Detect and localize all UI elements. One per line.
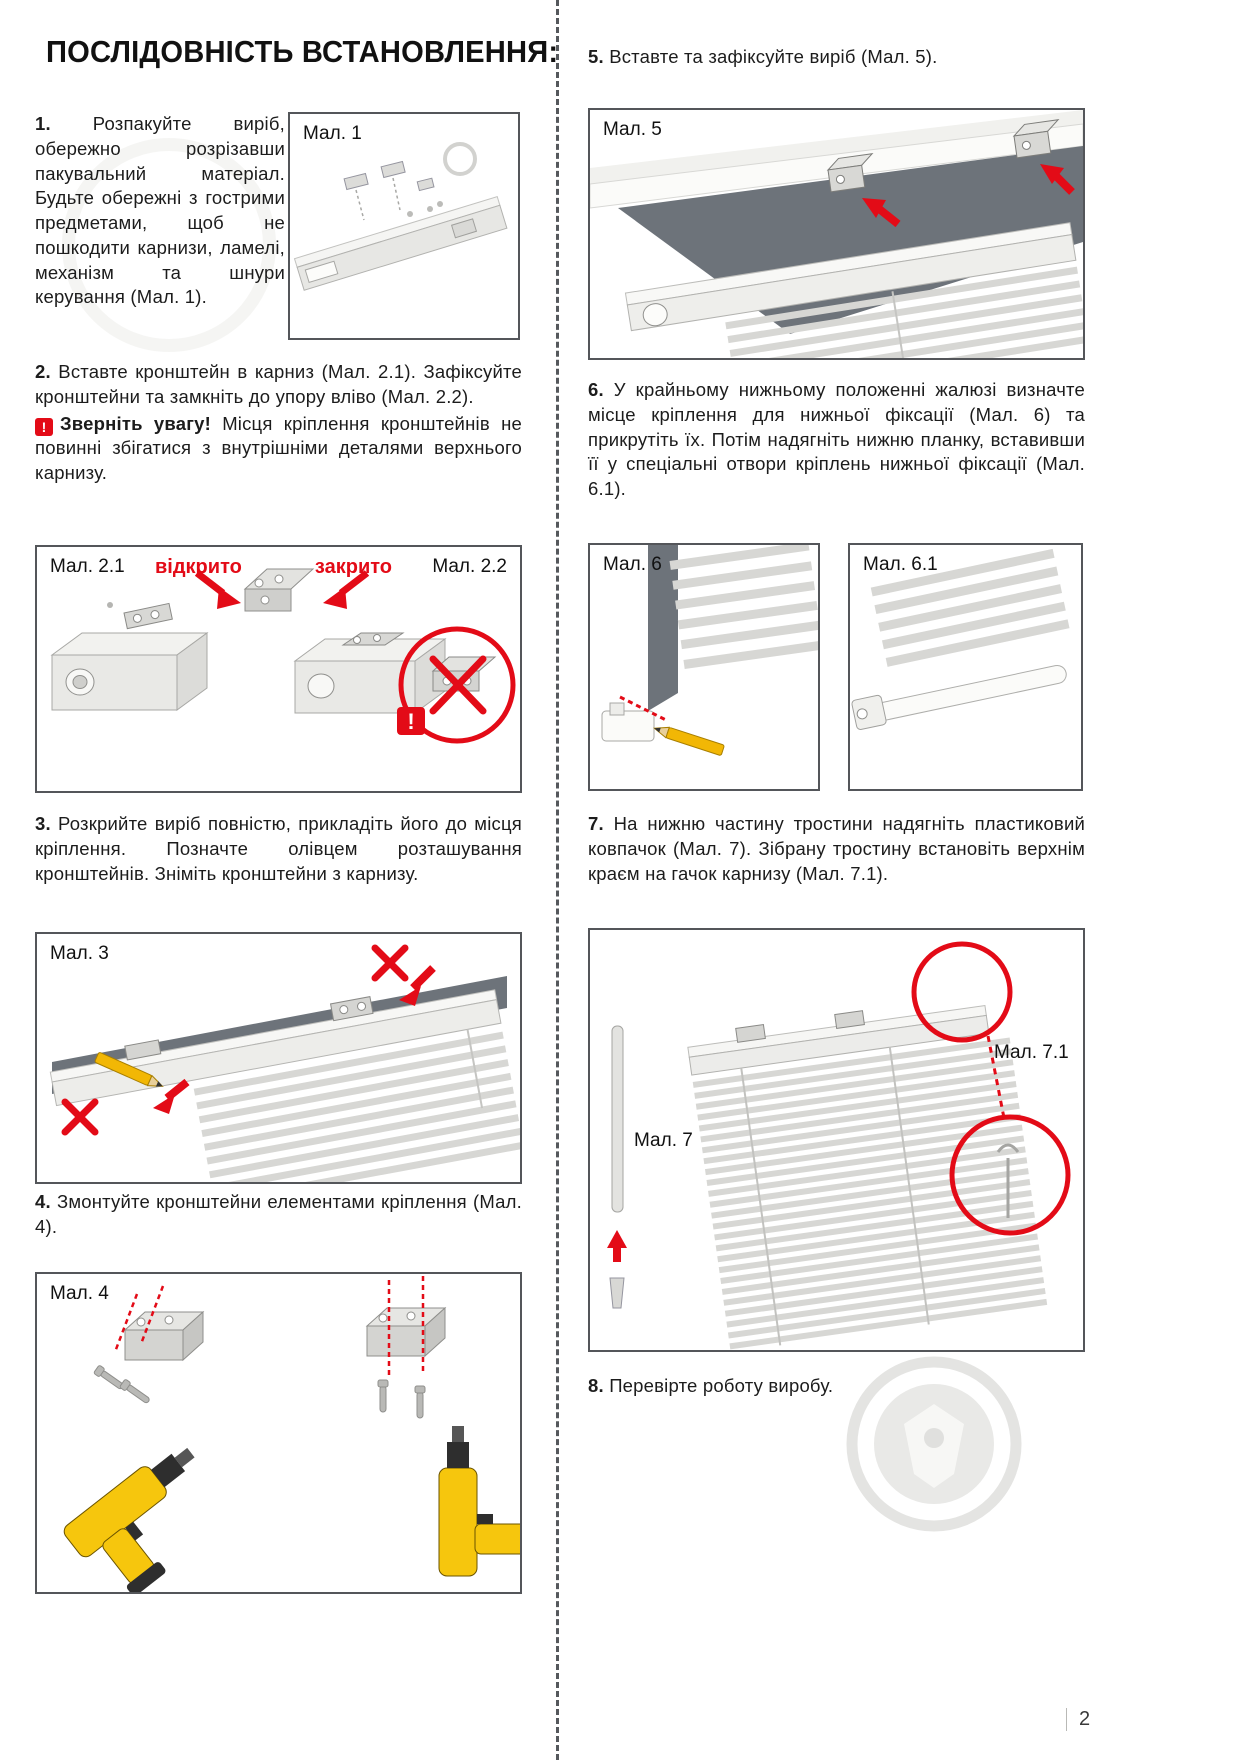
step-1-text: 1. Розпакуйте виріб, обережно розрізавши… <box>35 113 285 308</box>
step-6-text: 6. У крайньому нижньому положенні жалюзі… <box>588 379 1086 500</box>
drill-icon <box>438 1426 520 1577</box>
figure-6: Мал. 6 <box>588 543 820 791</box>
slats-icon <box>725 266 1083 358</box>
screw-guide-lines <box>113 1285 165 1353</box>
red-x-icon <box>61 1098 99 1136</box>
alert-square-icon <box>397 707 425 735</box>
screw-icon <box>93 1365 150 1404</box>
warning-icon: ! <box>35 417 53 436</box>
cornice-open-icon <box>50 602 209 711</box>
step-4-number: 4. <box>35 1191 51 1212</box>
step-2-number: 2. <box>35 361 51 382</box>
red-arrow-icon <box>153 1078 190 1114</box>
drill-icon <box>63 1447 195 1592</box>
wrong-position-callout: ! <box>397 626 516 744</box>
pencil-icon <box>652 726 725 756</box>
bottom-fixation-illustration <box>601 545 818 756</box>
slats-icon <box>193 1031 520 1182</box>
step-2-text: 2. Вставте кронштейн в карниз (Мал. 2.1)… <box>35 360 522 486</box>
wand-and-hook-illustration <box>607 941 1071 1350</box>
cornice-closed-icon <box>293 632 447 714</box>
bracket-insertion-illustration: ! <box>50 568 516 744</box>
screw-guide-lines <box>387 1276 425 1378</box>
blinds-icon <box>49 989 520 1182</box>
figure-4: Мал. 4 <box>35 1272 522 1594</box>
alert-exclamation: ! <box>407 709 414 734</box>
step-8-number: 8. <box>588 1375 604 1396</box>
bottom-bracket-icon <box>601 702 655 742</box>
figure-2-1-label: Мал. 2.1 <box>50 556 125 577</box>
bracket-mounting-illustration <box>63 1276 520 1592</box>
red-dashed-line <box>986 1035 1006 1119</box>
red-x-icon <box>371 944 409 982</box>
step-5-number: 5. <box>588 46 604 67</box>
column-divider <box>556 0 559 1760</box>
step-1-number: 1. <box>35 113 51 134</box>
figure-6-label: Мал. 6 <box>603 554 662 575</box>
bracket-icon <box>343 160 435 192</box>
assembly-guide-lines <box>355 177 401 221</box>
page-number: 2 <box>1066 1708 1090 1731</box>
figure-6-1: Мал. 6.1 <box>848 543 1083 791</box>
figure-6-1-label: Мал. 6.1 <box>863 554 938 575</box>
bottom-rail-icon <box>851 664 1067 730</box>
slats-icon <box>669 545 818 669</box>
bracket-icon <box>1012 119 1060 159</box>
figure-2-2-label: Мал. 2.2 <box>432 556 507 577</box>
warning-title: Зверніть увагу! <box>60 412 211 434</box>
headrail-exploded-illustration <box>293 142 508 291</box>
detail-circle-bottom <box>949 1114 1071 1236</box>
window-dark-panel <box>648 545 678 711</box>
figure-7-label: Мал. 7 <box>634 1130 693 1151</box>
figure-3-label: Мал. 3 <box>50 943 109 964</box>
red-arrow-icon <box>194 570 370 609</box>
plastic-cap-icon <box>609 1277 625 1309</box>
step-8-text: 8. Перевірте роботу виробу. <box>588 1375 834 1396</box>
window-frame <box>590 110 1083 184</box>
cord-loop-icon <box>443 142 477 176</box>
step-2-warning: !Зверніть увагу! Місця кріплення кронште… <box>35 412 522 484</box>
figure-5: Мал. 5 <box>588 108 1085 360</box>
figure-3: Мал. 3 <box>35 932 522 1184</box>
bracket-icon <box>826 153 874 193</box>
step-3-text: 3. Розкрийте виріб повністю, прикладіть … <box>35 813 523 884</box>
bracket-icon <box>123 1310 205 1362</box>
wand-icon <box>611 1025 624 1213</box>
figure-7: Мал. 7 Мал. 7.1 <box>588 928 1085 1352</box>
red-x-icon <box>429 655 487 715</box>
step-4-text: 4. Змонтуйте кронштейни елементами кріпл… <box>35 1191 522 1237</box>
open-label: відкрито <box>155 556 242 578</box>
step-6-number: 6. <box>588 379 604 400</box>
blinds-icon <box>687 1005 1048 1350</box>
figure-4-label: Мал. 4 <box>50 1283 109 1304</box>
step-5-text: 5. Вставте та зафіксуйте виріб (Мал. 5). <box>588 46 938 67</box>
step-7-text: 7. На нижню частину тростини надягніть п… <box>588 813 1086 884</box>
closed-label: закрито <box>314 556 392 578</box>
red-arrow-icon <box>862 164 1075 228</box>
figure-5-label: Мал. 5 <box>603 119 662 140</box>
bracket-icon <box>243 568 315 612</box>
bottom-rail-illustration <box>851 548 1070 730</box>
detail-circle-top <box>911 941 1013 1043</box>
headrail-icon <box>293 196 508 291</box>
slats-icon <box>692 1037 1048 1350</box>
page-title: ПОСЛІДОВНІСТЬ ВСТАНОВЛЕННЯ: <box>46 34 559 69</box>
figure-1: Мал. 1 <box>288 112 520 340</box>
figure-7-1-label: Мал. 7.1 <box>994 1042 1069 1063</box>
figure-2: Мал. 2.1 відкрито закрито Мал. 2.2 <box>35 545 522 793</box>
red-arrow-icon <box>399 965 436 1006</box>
red-arrow-up-icon <box>607 1230 627 1262</box>
bracket-icon <box>365 1306 447 1358</box>
slats-icon <box>870 548 1070 667</box>
screw-icon <box>407 201 443 217</box>
step-7-number: 7. <box>588 813 604 834</box>
product-fixation-illustration <box>590 110 1083 358</box>
step-3-number: 3. <box>35 813 51 834</box>
screw-icon <box>377 1379 426 1419</box>
marking-positions-illustration <box>49 944 520 1182</box>
pencil-icon <box>94 1052 164 1087</box>
hook-detail-icon <box>996 1143 1020 1218</box>
figure-1-label: Мал. 1 <box>303 123 362 144</box>
blinds-icon <box>624 222 1083 358</box>
